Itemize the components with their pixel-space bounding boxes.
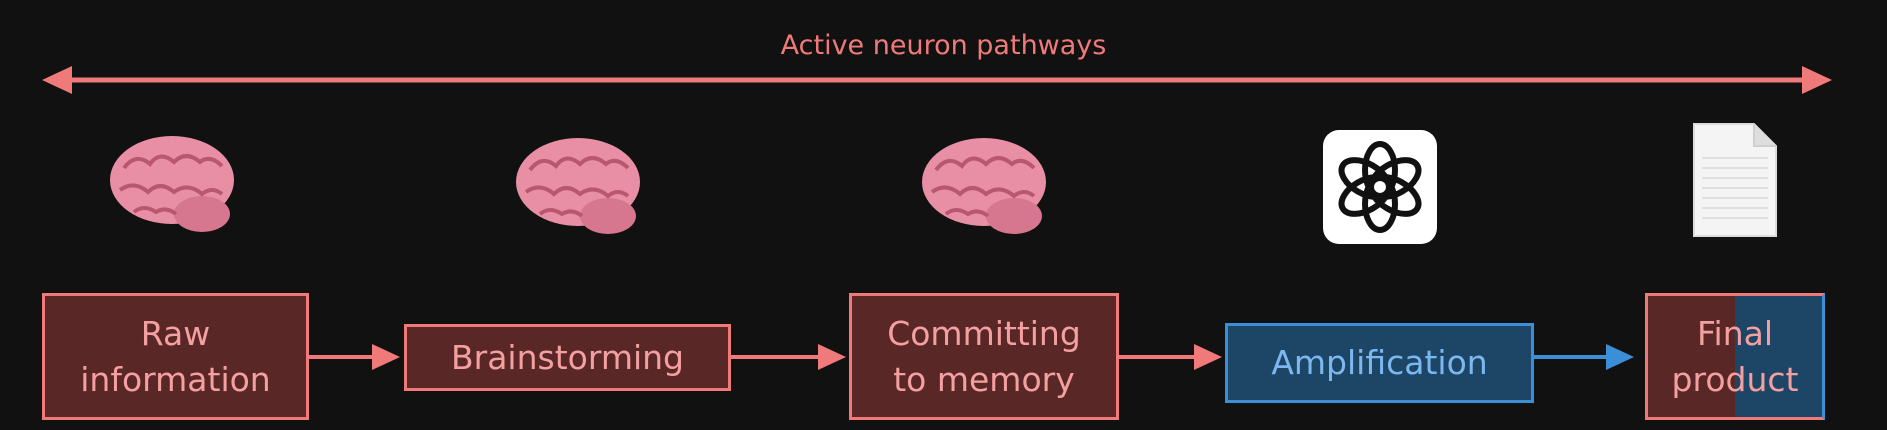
document-icon [1693, 123, 1777, 237]
diagram-title: Active neuron pathways [780, 30, 1107, 61]
brain-icon [922, 138, 1046, 234]
arrow-amplification-to-final [1534, 344, 1634, 370]
stage-final-product: Final product [1645, 293, 1825, 420]
arrow-memory-to-amplification [1119, 344, 1222, 370]
arrow-brainstorming-to-memory [731, 344, 846, 370]
arrow-raw-to-brainstorming [309, 344, 400, 370]
openai-logo-tile [1323, 130, 1437, 244]
stage-raw-information: Raw information [42, 293, 309, 420]
stage-brainstorming: Brainstorming [404, 324, 731, 391]
brain-icon [110, 136, 234, 232]
active-pathways-double-arrow [42, 66, 1832, 94]
stage-committing-to-memory: Committing to memory [849, 293, 1119, 420]
brain-icon [516, 138, 640, 234]
stage-amplification: Amplification [1225, 323, 1534, 403]
openai-logo-icon [1338, 141, 1422, 233]
